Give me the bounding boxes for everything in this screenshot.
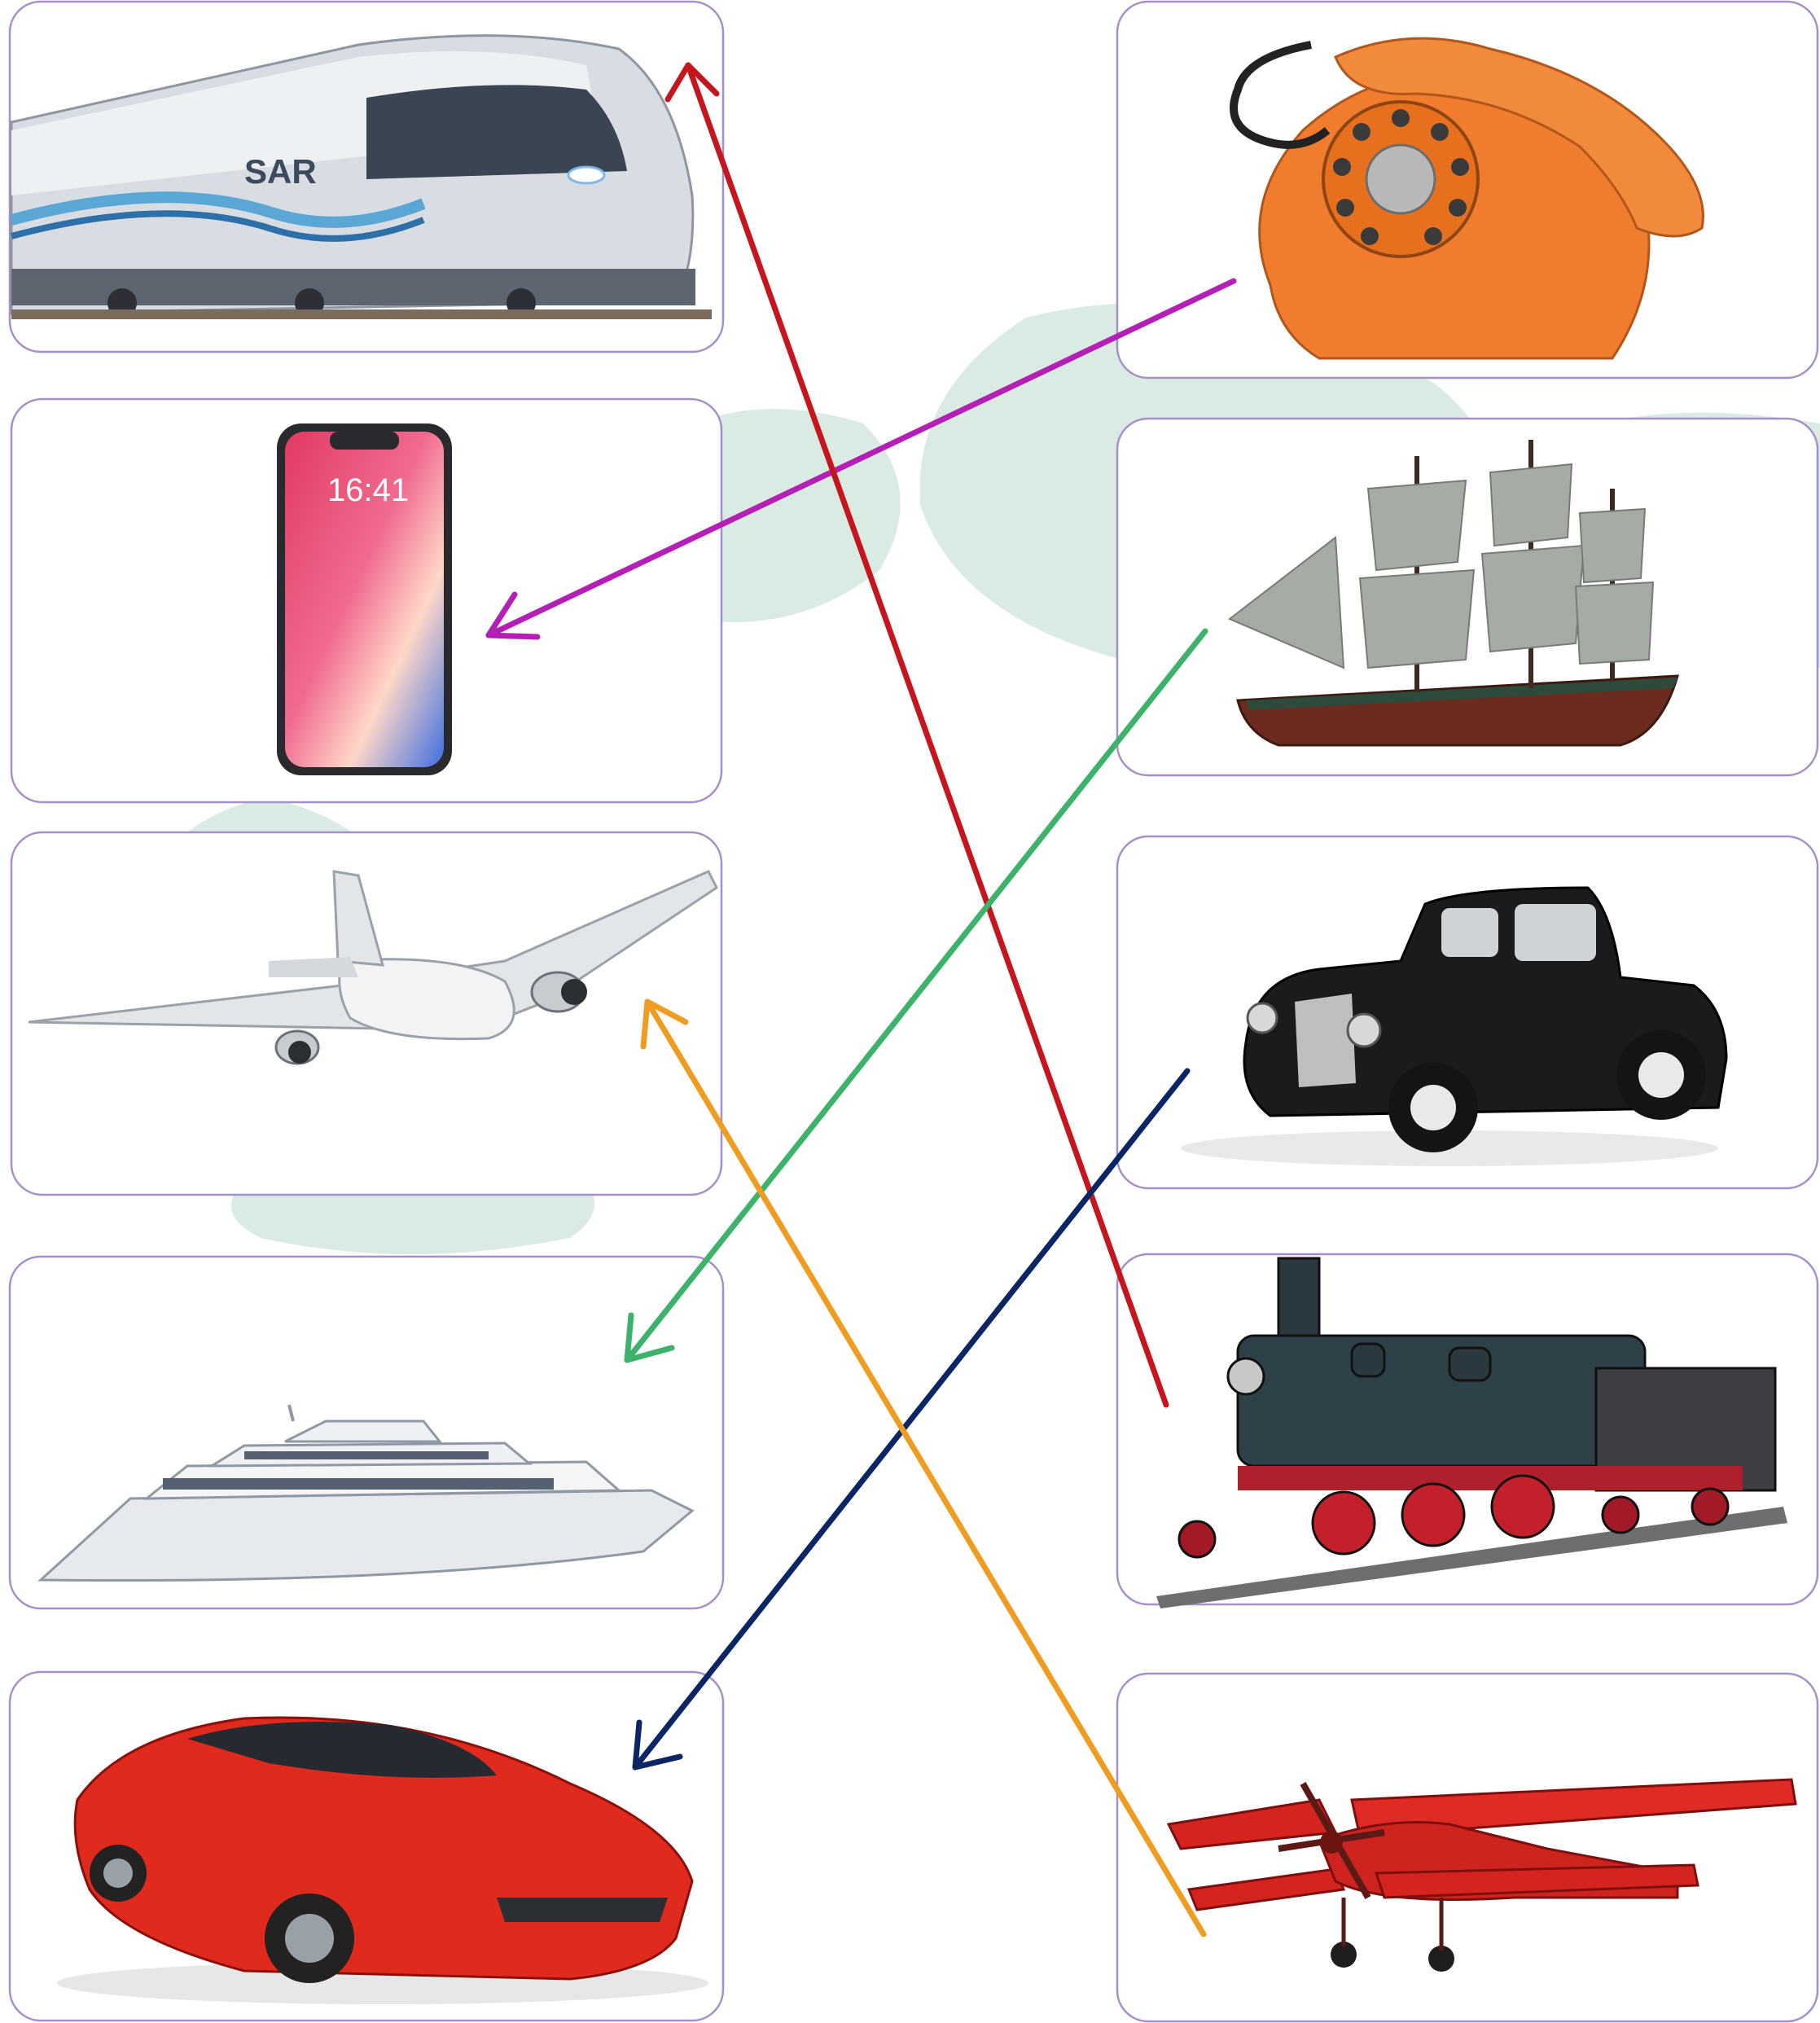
jet-airplane-icon: [28, 870, 718, 1065]
rotary-phone-icon: [1230, 37, 1704, 360]
smartphone-icon: 16:41: [277, 423, 452, 775]
card-rotary-phone[interactable]: [1116, 0, 1819, 380]
card-yacht[interactable]: [8, 1255, 725, 1610]
vintage-car-icon: [1181, 886, 1728, 1166]
match-arrows: [485, 62, 1237, 1937]
card-jet-airplane[interactable]: [10, 831, 723, 1196]
card-biplane[interactable]: [1116, 1672, 1819, 2023]
card-steam-locomotive[interactable]: [1116, 1253, 1819, 1608]
steam-locomotive-icon: [1156, 1257, 1787, 1608]
card-sailing-ship[interactable]: [1116, 417, 1819, 777]
bullet-train-icon: SAR: [10, 34, 712, 319]
card-smartphone[interactable]: 16:41: [10, 397, 723, 804]
arrow-train: [664, 62, 1169, 1408]
sports-car-icon: [57, 1716, 708, 2004]
card-sports-car[interactable]: [8, 1670, 725, 2022]
sailing-ship-icon: [1228, 440, 1680, 747]
biplane-icon: [1166, 1778, 1797, 1972]
phone-time: 16:41: [327, 472, 409, 508]
arrow-plane: [640, 998, 1207, 1937]
arrow-ship: [624, 628, 1208, 1363]
yacht-icon: [37, 1404, 695, 1582]
train-logo: SAR: [244, 152, 317, 191]
card-modern-train[interactable]: SAR: [8, 0, 725, 353]
card-vintage-car[interactable]: [1116, 835, 1819, 1190]
right-column: [1116, 0, 1819, 2023]
arrow-phone: [485, 278, 1237, 640]
arrow-car: [632, 1068, 1191, 1771]
left-column: SAR 16:41: [8, 0, 725, 2022]
